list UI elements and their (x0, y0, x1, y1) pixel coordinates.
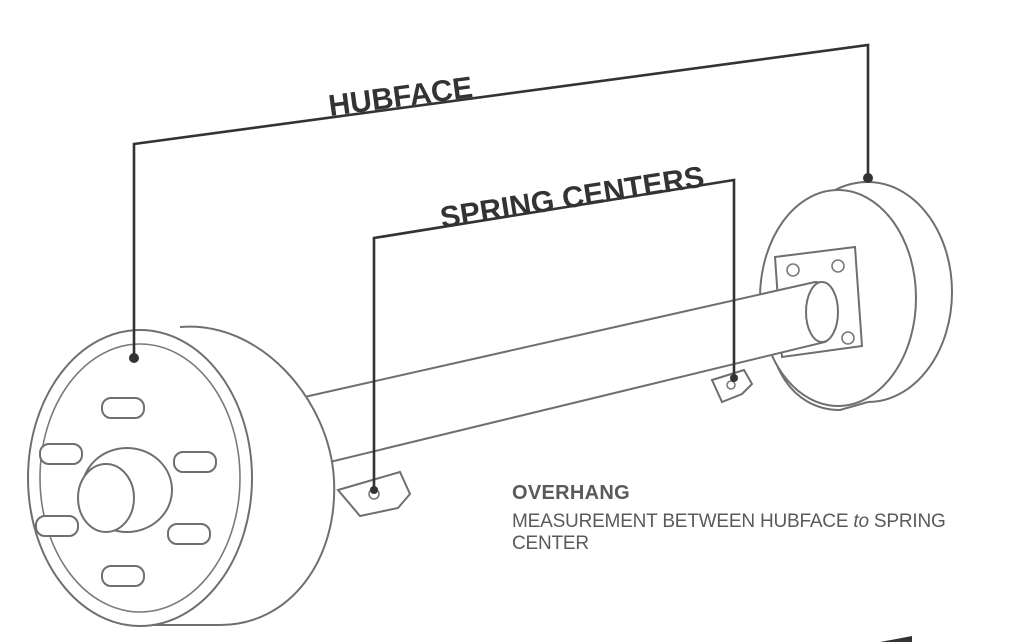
left-hub-center (77, 447, 173, 533)
overhang-desc-part1: MEASUREMENT BETWEEN HUBFACE (512, 511, 854, 532)
overhang-desc-to: to (853, 511, 869, 532)
overhang-caption: OVERHANG MEASUREMENT BETWEEN HUBFACE to … (512, 482, 1013, 555)
spring-seat-right (710, 368, 754, 404)
hubface-label: HUBFACE (327, 71, 475, 123)
spring-centers-bracket (370, 178, 738, 494)
spring-centers-label: SPRING CENTERS (438, 161, 707, 235)
overhang-desc-part2: SPRING CENTER (512, 511, 946, 554)
axle-tube (298, 280, 839, 470)
lug-studs (35, 397, 217, 587)
partial-edge-mark (880, 636, 912, 642)
overhang-title: OVERHANG (512, 482, 630, 504)
left-hub (27, 325, 336, 627)
hubface-bracket (129, 43, 873, 363)
overhang-description: MEASUREMENT BETWEEN HUBFACE to SPRING CE… (512, 511, 1013, 555)
